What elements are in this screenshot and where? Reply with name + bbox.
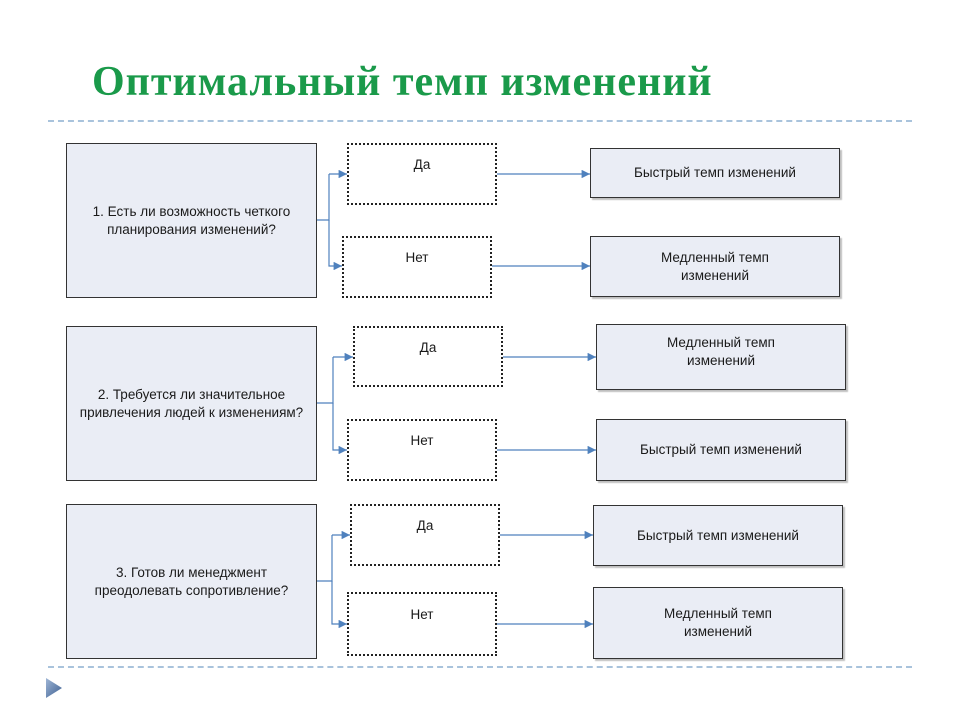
question-3-no-label: Нет xyxy=(410,607,434,622)
triangle-right-icon[interactable] xyxy=(44,676,64,700)
connector-q3-split xyxy=(317,535,333,582)
question-1-box: 1. Есть ли возможность четкого планирова… xyxy=(66,143,317,298)
question-1-no-box: Нет xyxy=(342,236,492,298)
question-1-yes-result-box: Быстрый темп изменений xyxy=(590,148,840,198)
question-3-yes-box: Да xyxy=(350,504,500,566)
question-2-no-result: Быстрый темп изменений xyxy=(640,442,802,457)
question-1-yes-result: Быстрый темп изменений xyxy=(634,165,796,180)
question-2-text: 2. Требуется ли значительное привлечения… xyxy=(79,386,304,420)
question-1-no-result: Медленный темп изменений xyxy=(661,249,769,283)
question-2-yes-label: Да xyxy=(419,339,437,355)
question-1-no-result-box: Медленный темп изменений xyxy=(590,236,840,297)
question-3-box: 3. Готов ли менеджмент преодолевать сопр… xyxy=(66,504,317,659)
connector-q2-no-label xyxy=(332,403,347,455)
question-2-box: 2. Требуется ли значительное привлечения… xyxy=(66,326,317,481)
connector-q1-split xyxy=(317,174,330,221)
question-3-yes-label: Да xyxy=(416,518,434,533)
question-2-yes-box: Да xyxy=(353,326,503,387)
question-2-no-result-box: Быстрый темп изменений xyxy=(596,419,846,481)
question-2-no-box: Нет xyxy=(347,419,497,481)
bottom-divider xyxy=(48,666,912,668)
question-3-no-result: Медленный темп изменений xyxy=(664,606,772,639)
question-1-text: 1. Есть ли возможность четкого планирова… xyxy=(92,203,291,237)
connector-q1-no-label xyxy=(328,220,342,271)
question-3-no-box: Нет xyxy=(347,592,497,656)
page-title: Оптимальный темп изменений xyxy=(92,59,713,105)
question-2-no-label: Нет xyxy=(410,433,434,448)
question-3-no-result-box: Медленный темп изменений xyxy=(593,587,843,659)
question-3-yes-result-box: Быстрый темп изменений xyxy=(593,505,843,566)
connector-q2-split xyxy=(317,357,334,404)
question-3-yes-result: Быстрый темп изменений xyxy=(637,527,799,543)
question-1-yes-box: Да xyxy=(347,143,497,205)
question-2-yes-result: Медленный темп изменений xyxy=(667,335,775,368)
question-2-yes-result-box: Медленный темп изменений xyxy=(596,324,846,390)
top-divider xyxy=(48,120,912,122)
question-1-yes-label: Да xyxy=(413,157,431,172)
question-1-no-label: Нет xyxy=(405,250,429,265)
connector-q3-no-label xyxy=(331,581,347,629)
question-3-text: 3. Готов ли менеджмент преодолевать сопр… xyxy=(94,564,289,598)
